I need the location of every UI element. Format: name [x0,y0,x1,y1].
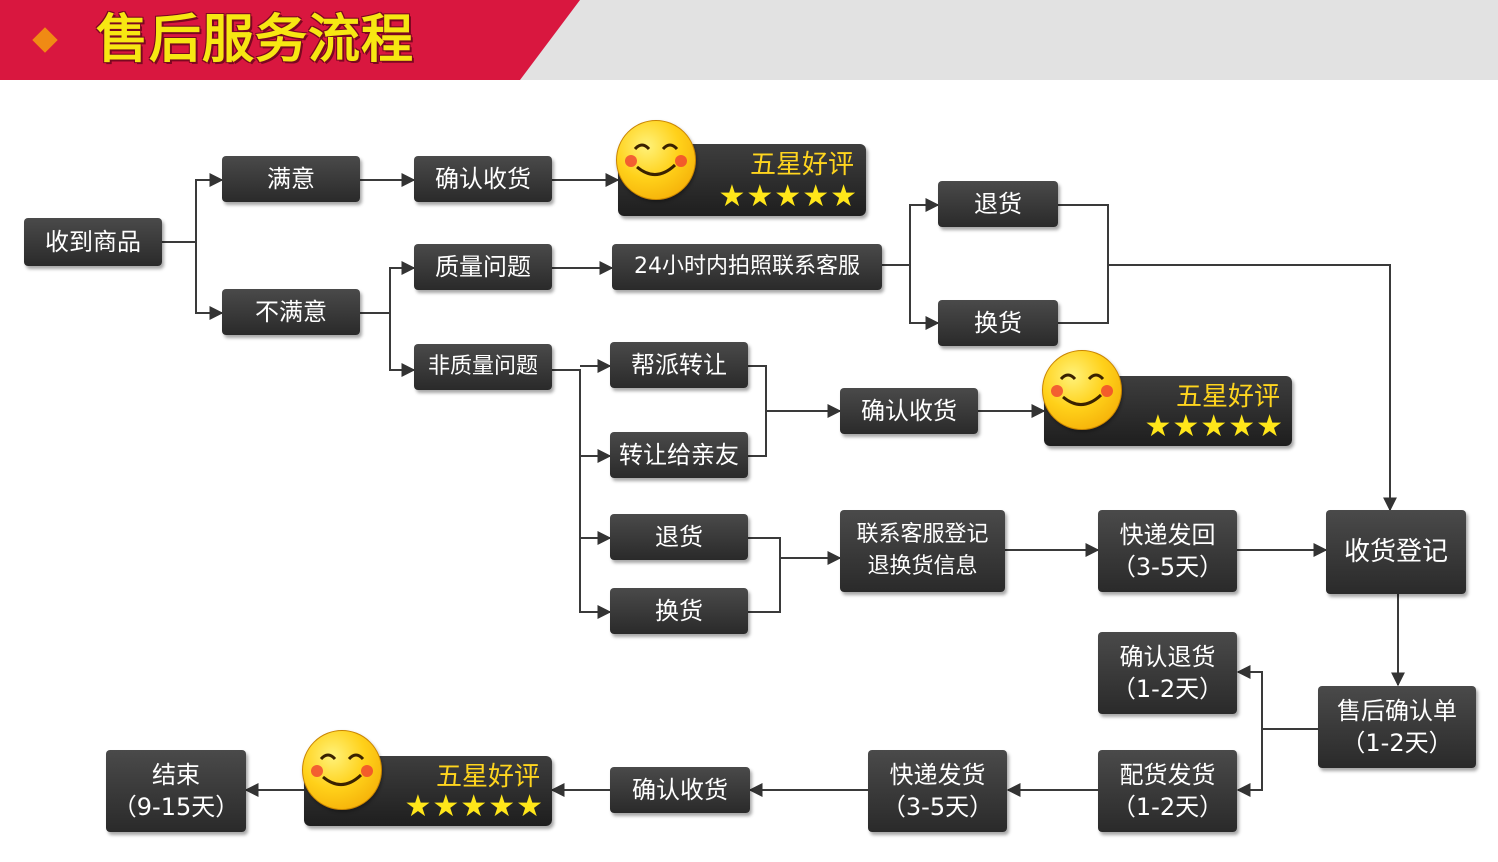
smiley-face-icon [616,120,696,200]
node-return-1: 退货 [938,181,1058,227]
five-stars-icon: ★★★★★ [718,179,858,214]
node-receipt-register: 收货登记 [1326,510,1466,594]
node-non-quality-issue: 非质量问题 [414,344,552,390]
node-transfer-friends: 转让给亲友 [610,432,748,478]
node-stock-ship: 配货发货（1-2天） [1098,750,1237,832]
header-title-banner [0,0,580,80]
node-confirm-return: 确认退货（1-2天） [1098,632,1237,714]
smiley-face-icon [1042,350,1122,430]
node-end: 结束（9-15天） [106,750,246,832]
node-exchange-2: 换货 [610,588,748,634]
node-unsatisfied: 不满意 [222,289,360,335]
node-express-back: 快递发回（3-5天） [1098,510,1237,592]
smiley-face-icon [302,730,382,810]
node-contact-service-24h: 24小时内拍照联系客服 [612,244,882,290]
node-aftersale-confirm: 售后确认单（1-2天） [1318,686,1476,768]
node-return-2: 退货 [610,514,748,560]
node-received-goods: 收到商品 [24,218,162,266]
node-confirm-receipt-1: 确认收货 [414,156,552,202]
node-quality-issue: 质量问题 [414,244,552,290]
page-title: 售后服务流程 [96,10,415,70]
node-express-ship: 快递发货（3-5天） [868,750,1007,832]
node-confirm-receipt-3: 确认收货 [610,767,750,813]
five-stars-icon: ★★★★★ [404,789,544,824]
node-register-return-info: 联系客服登记退换货信息 [840,510,1005,592]
five-stars-icon: ★★★★★ [1144,409,1284,444]
node-help-transfer: 帮派转让 [610,342,748,388]
node-confirm-receipt-2: 确认收货 [840,388,978,434]
node-satisfied: 满意 [222,156,360,202]
node-exchange-1: 换货 [938,300,1058,346]
